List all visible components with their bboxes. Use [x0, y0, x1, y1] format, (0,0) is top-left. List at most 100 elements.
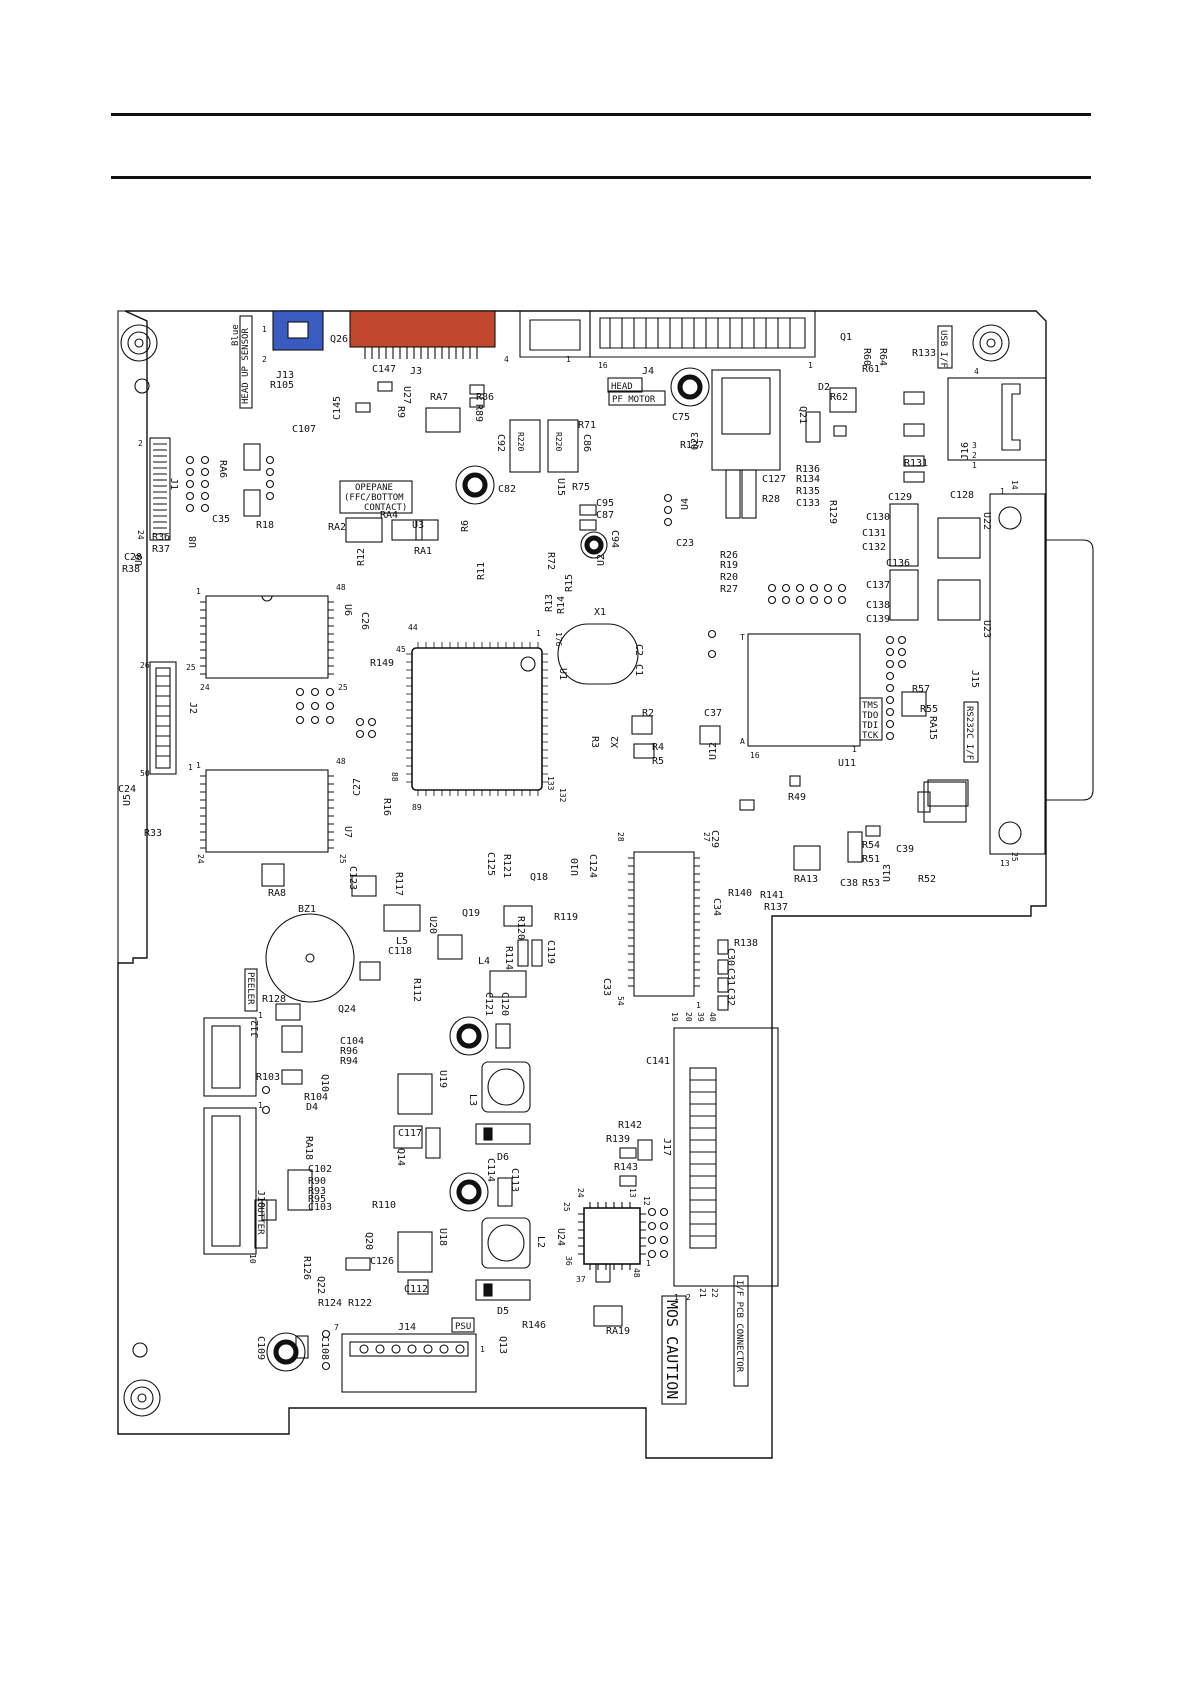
refdes-c109: C109 — [255, 1336, 266, 1360]
label-frames — [239, 315, 979, 1405]
refdes-r128: R128 — [262, 994, 286, 1005]
refdes-u15: U15 — [555, 478, 566, 496]
refdes-c147: C147 — [372, 364, 396, 375]
u10-chip — [628, 851, 700, 997]
pin-j10-1: 1 — [258, 1101, 263, 1110]
refdes-r55: R55 — [920, 704, 938, 715]
pin-j1-24: 24 — [136, 530, 145, 540]
pin-j13-2: 2 — [262, 355, 267, 364]
refdes-r27: R27 — [720, 584, 738, 595]
refdes-u19: U19 — [437, 1070, 448, 1088]
refdes-c124: C124 — [587, 854, 598, 878]
refdes-r90: R90 — [308, 1176, 326, 1187]
pin-j3-1: 1 — [566, 355, 571, 364]
refdes-c92: C92 — [495, 434, 506, 452]
c75-capacitor — [670, 367, 710, 407]
label-psu: PSU — [455, 1322, 471, 1332]
refdes-ra1: RA1 — [414, 546, 432, 557]
refdes-j12: J12 — [250, 1020, 261, 1038]
refdes-d4: D4 — [306, 1102, 318, 1113]
refdes-c31: C31 — [725, 968, 736, 986]
refdes-r12: R12 — [356, 548, 367, 566]
refdes-r126: R126 — [301, 1256, 312, 1280]
u-right-small — [923, 781, 967, 823]
refdes-r139: R139 — [606, 1134, 630, 1145]
refdes-ra6: RA6 — [217, 460, 228, 478]
pin-j17-19: 19 — [670, 1012, 679, 1022]
mounting-hole-top-right — [972, 324, 1010, 362]
u20-chip — [437, 934, 463, 960]
u24-chip — [578, 1202, 646, 1270]
d6-diode — [475, 1123, 531, 1145]
label-rs232c-if: RS232C I/F — [964, 706, 974, 760]
refdes-d6: D6 — [497, 1152, 509, 1163]
label-blue: Blue — [231, 324, 241, 346]
refdes-u2: U2 — [596, 554, 607, 566]
header-rule-bottom — [111, 176, 1091, 179]
j4-connector — [519, 311, 816, 358]
refdes-c37: C37 — [704, 708, 722, 719]
refdes-r2: R2 — [642, 708, 654, 719]
pin-j17-40: 40 — [708, 1012, 717, 1022]
via-array-left — [185, 455, 377, 739]
refdes-r133: R133 — [912, 348, 936, 359]
pin-j14-7: 7 — [334, 1323, 339, 1332]
board-outline-inner-step — [117, 310, 125, 963]
refdes-c136: C136 — [886, 558, 910, 569]
label-peeler: PEELER — [245, 972, 255, 1005]
refdes-r53: R53 — [862, 878, 880, 889]
refdes-r72: R72 — [545, 552, 556, 570]
refdes-l3: L3 — [467, 1094, 478, 1106]
j12-connector — [203, 1017, 257, 1097]
refdes-c121: C121 — [483, 992, 494, 1016]
refdes-r103: R103 — [256, 1072, 280, 1083]
refdes-c103: C103 — [308, 1202, 332, 1213]
refdes-r11: R11 — [476, 562, 487, 580]
refdes-ra18: RA18 — [303, 1136, 314, 1160]
pin-u1-45: 45 — [396, 645, 406, 654]
label-opepane-3: CONTACT) — [364, 503, 407, 513]
bz1-buzzer — [265, 913, 355, 1003]
pin-j10-10: 10 — [248, 1254, 257, 1264]
refdes-c130: C130 — [866, 512, 890, 523]
pin-j1-2: 2 — [138, 439, 143, 448]
refdes-c26: C26 — [359, 612, 370, 630]
refdes-r26: R26 — [720, 550, 738, 561]
refdes-r112: R112 — [411, 978, 422, 1002]
j3-connector — [349, 310, 496, 348]
refdes-c28: C28 — [124, 552, 142, 563]
refdes-bz1: BZ1 — [298, 904, 316, 915]
pin-u11-1: 1 — [852, 745, 857, 754]
refdes-c123: C123 — [347, 866, 358, 890]
refdes-ra8: RA8 — [268, 888, 286, 899]
refdes-j4: J4 — [642, 366, 654, 377]
refdes-q24: Q24 — [338, 1004, 356, 1015]
pin-u1-88: 88 — [390, 772, 399, 782]
j17-connector — [673, 1027, 779, 1287]
pin-u24-36: 36 — [564, 1256, 573, 1266]
label-opepane-2: (FFC/BOTTOM — [344, 493, 404, 503]
pin-u6-25: 25 — [338, 683, 348, 692]
refdes-c2: C2 — [633, 644, 644, 656]
refdes-ra2: RA2 — [328, 522, 346, 533]
refdes-r36: R36 — [152, 532, 170, 543]
pin-u10-1: 1 — [696, 1001, 701, 1010]
refdes-r28: R28 — [762, 494, 780, 505]
label-mos-caution: MOS CAUTION — [663, 1300, 681, 1399]
label-jtag-tms: TMS — [862, 701, 878, 711]
via-array-right — [663, 493, 907, 741]
pin-j17-39: 39 — [696, 1012, 705, 1022]
pin-j17-22: 22 — [710, 1288, 719, 1298]
refdes-j15: J15 — [969, 670, 980, 688]
refdes-u6: U6 — [342, 604, 353, 616]
refdes-r129: R129 — [827, 500, 838, 524]
refdes-r94: R94 — [340, 1056, 358, 1067]
refdes-c108: C108 — [319, 1336, 330, 1360]
refdes-r33: R33 — [144, 828, 162, 839]
refdes-c118: C118 — [388, 946, 412, 957]
r220-resistor-a — [509, 419, 541, 473]
refdes-r117: R117 — [393, 872, 404, 896]
mounting-hole-top-left — [120, 324, 158, 362]
refdes-u13: U13 — [882, 864, 893, 882]
refdes-c129: C129 — [888, 492, 912, 503]
